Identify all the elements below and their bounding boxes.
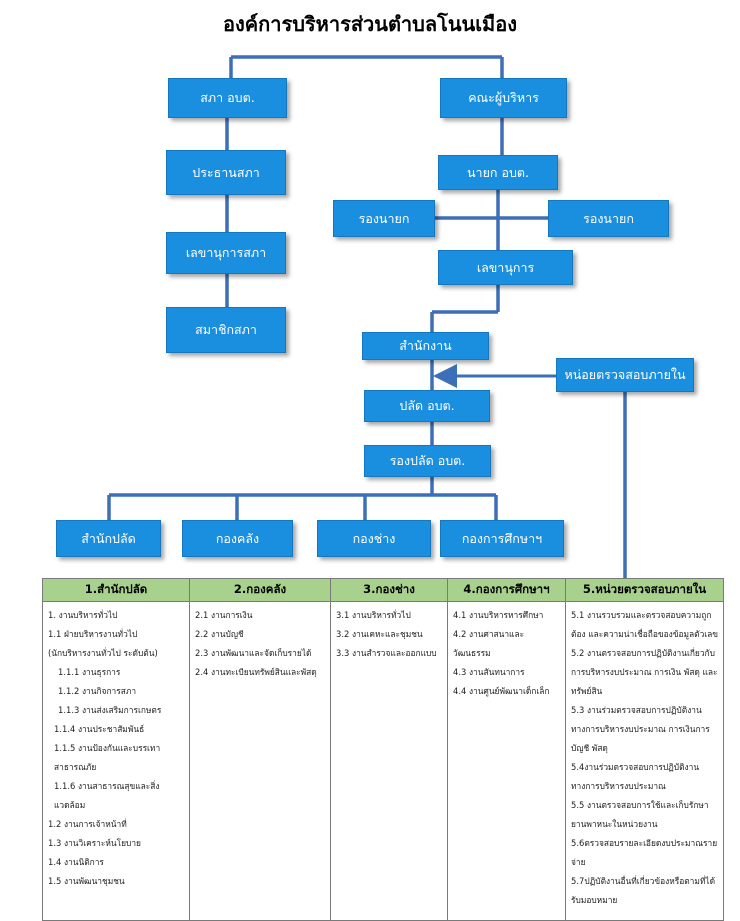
list-item: 2.3 งานพัฒนาและจัดเก็บรายได้	[195, 648, 312, 658]
column-education: 4.1 งานบริหารหารศึกษา 4.2 งานศาสนาและวัฒ…	[447, 601, 566, 921]
list-item: 3.3 งานสำรวจและออกแบบ	[336, 648, 437, 658]
list-item: 1.5 งานพัฒนาชุมชน	[48, 876, 125, 886]
table-header: 5.หน่วยตรวจสอบภายใน	[565, 578, 724, 602]
table-header: 1.สำนักปลัด	[42, 578, 190, 602]
list-item: 1.1.1 งานธุรการ	[58, 667, 121, 677]
list-item: 2.2 งานบัญชี	[195, 629, 244, 639]
list-item: 2.4 งานทะเบียนทรัพย์สินและพัสดุ	[195, 667, 317, 677]
division-box-finance: กองคลัง	[182, 520, 293, 557]
units-table: 1.สำนักปลัด 2.กองคลัง 3.กองช่าง 4.กองการ…	[42, 578, 724, 921]
list-item: 2.1 งานการเงิน	[195, 610, 253, 620]
list-item: 1.3 งานวิเคราะห์นโยบาย	[48, 838, 141, 848]
division-box-office-of-clerk: สำนักปลัด	[56, 520, 161, 557]
column-engineering: 3.1 งานบริหารทั่วไป 3.2 งานเคหะและชุมชน …	[330, 601, 448, 921]
council-secretary-box: เลขานุการสภา	[166, 232, 286, 274]
list-item: 5.7ปฏิบัติงานอื่นที่เกี่ยวข้องหรือตามที่…	[571, 876, 716, 905]
list-item: 1.4 งานนิติการ	[48, 857, 104, 867]
chief-clerk-box: ปลัด อบต.	[364, 390, 490, 422]
list-item: 1.1.5 งานป้องกันและบรรเทาสาธารณภัย	[54, 743, 161, 772]
council-members-box: สมาชิกสภา	[166, 307, 286, 353]
list-item: 5.5 งานตรวจสอบการใช้และเก็บรักษายานพาหนะ…	[571, 800, 709, 829]
list-item: 4.1 งานบริหารหารศึกษา	[453, 610, 544, 620]
list-item: 5.4งานร่วมตรวจสอบการปฏิบัติงานทางการบริห…	[571, 762, 700, 791]
page-title: องค์การบริหารส่วนตำบลโนนเมือง	[223, 12, 517, 36]
deputy-mayor-right-box: รองนายก	[548, 200, 669, 237]
list-item: 3.2 งานเคหะและชุมชน	[336, 629, 423, 639]
council-box: สภา อบต.	[168, 78, 287, 118]
list-item: 1.1.6 งานสาธารณสุขและสิ่งแวดล้อม	[54, 781, 160, 810]
council-chair-box: ประธานสภา	[166, 150, 286, 195]
list-item: 3.1 งานบริหารทั่วไป	[336, 610, 411, 620]
division-box-engineering: กองช่าง	[317, 520, 431, 557]
deputy-chief-clerk-box: รองปลัด อบต.	[364, 445, 491, 477]
internal-audit-box: หน่อยตรวจสอบภายใน	[556, 358, 694, 392]
executive-secretary-box: เลขานุการ	[438, 250, 573, 285]
deputy-mayor-left-box: รองนายก	[333, 200, 435, 237]
division-box-education: กองการศึกษาฯ	[440, 520, 564, 557]
list-item: 5.6ตรวจสอบรายละเอียดงบประมาณรายจ่าย	[571, 838, 718, 867]
mayor-box: นายก อบต.	[438, 155, 558, 190]
table-header: 2.กองคลัง	[189, 578, 331, 602]
list-item: 5.1 งานรวบรวมและตรวจสอบความถูกต้อง และคว…	[571, 610, 718, 639]
list-item: 1. งานบริหารทั่วไป	[48, 610, 118, 620]
column-office-of-clerk: 1. งานบริหารทั่วไป 1.1 ฝ่ายบริหารงานทั่ว…	[42, 601, 190, 921]
list-item: 4.3 งานสันทนาการ	[453, 667, 525, 677]
list-item: 1.1 ฝ่ายบริหารงานทั่วไป	[48, 629, 138, 639]
list-item: 4.2 งานศาสนาและวัฒนธรรม	[453, 629, 525, 658]
executive-board-box: คณะผู้บริหาร	[440, 78, 567, 118]
list-item: 1.1.3 งานส่งเสริมการเกษตร	[58, 705, 162, 715]
table-header: 4.กองการศึกษาฯ	[447, 578, 566, 602]
list-item: 1.1.4 งานประชาสัมพันธ์	[54, 724, 145, 734]
list-item: (นักบริหารงานทั่วไป ระดับต้น)	[48, 648, 158, 658]
office-box: สำนักงาน	[362, 332, 489, 360]
list-item: 5.2 งานตรวจสอบการปฏิบัติงานเกี่ยวกับการบ…	[571, 648, 718, 696]
list-item: 4.4 งานศูนย์พัฒนาเด็กเล็ก	[453, 686, 550, 696]
table-header: 3.กองช่าง	[330, 578, 448, 602]
column-finance: 2.1 งานการเงิน 2.2 งานบัญชี 2.3 งานพัฒนา…	[189, 601, 331, 921]
list-item: 1.1.2 งานกิจการสภา	[58, 686, 137, 696]
list-item: 1.2 งานการเจ้าหน้าที่	[48, 819, 127, 829]
column-internal-audit: 5.1 งานรวบรวมและตรวจสอบความถูกต้อง และคว…	[565, 601, 724, 921]
list-item: 5.3 งานร่วมตรวจสอบการปฏิบัติงานทางการบริ…	[571, 705, 710, 753]
